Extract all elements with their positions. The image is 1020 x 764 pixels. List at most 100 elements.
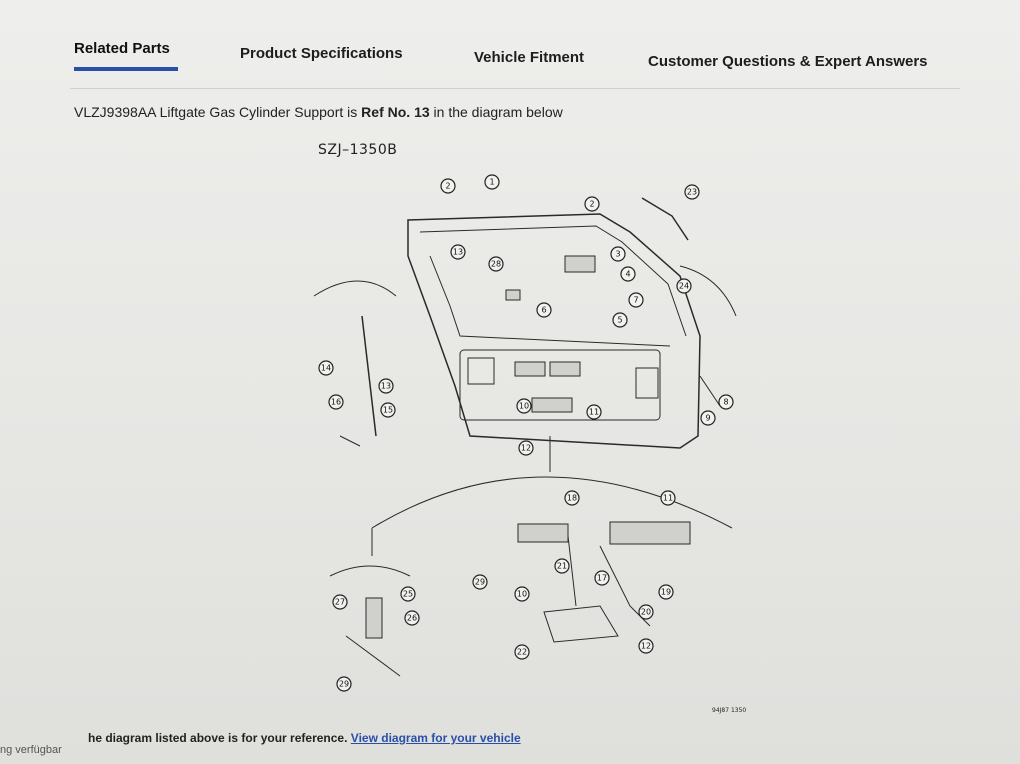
detail-arc-right (679, 265, 737, 317)
liftgate-glass-bottom (429, 255, 671, 347)
actuator-part (517, 523, 569, 543)
svg-text:18: 18 (567, 494, 577, 503)
callout-13b: 13 (378, 378, 394, 394)
latch-part (514, 361, 546, 377)
callout-6: 6 (536, 302, 552, 318)
svg-text:28: 28 (491, 260, 501, 269)
svg-text:12: 12 (521, 444, 531, 453)
part-description: VLZJ9398AA Liftgate Gas Cylinder Support… (74, 104, 358, 120)
callout-1: 1 (484, 174, 500, 190)
callout-14: 14 (318, 360, 334, 376)
svg-text:17: 17 (597, 574, 607, 583)
svg-text:24: 24 (679, 282, 689, 291)
svg-text:8: 8 (723, 398, 728, 407)
callout-21: 21 (554, 558, 570, 574)
svg-text:7: 7 (633, 296, 638, 305)
panel-hole-right (635, 367, 659, 399)
callout-26: 23 (684, 184, 700, 200)
svg-text:9: 9 (705, 414, 710, 423)
svg-text:12: 12 (641, 642, 651, 651)
callout-8: 8 (718, 394, 734, 410)
callout-18: 18 (564, 490, 580, 506)
svg-text:4: 4 (625, 270, 630, 279)
callout-17: 17 (594, 570, 610, 586)
callout-5: 5 (612, 312, 628, 328)
reference-line: VLZJ9398AA Liftgate Gas Cylinder Support… (74, 104, 563, 120)
callout-12: 12 (518, 440, 534, 456)
liftgate-outline (407, 213, 701, 449)
callout-10: 10 (516, 398, 532, 414)
parts-diagram-svg: 2 1 2 23 13 28 3 4 24 7 6 5 14 13 16 15 … (313, 174, 746, 714)
svg-text:11: 11 (663, 494, 673, 503)
svg-text:2: 2 (589, 200, 594, 209)
callout-12b: 12 (638, 638, 654, 654)
callout-27: 24 (676, 278, 692, 294)
callout-16: 16 (328, 394, 344, 410)
panel-hole-left (467, 357, 495, 385)
tab-customer-questions[interactable]: Customer Questions & Expert Answers (648, 53, 928, 70)
spoiler-strip (641, 197, 689, 241)
svg-text:2: 2 (445, 182, 450, 191)
hinge-part (564, 255, 596, 273)
svg-text:19: 19 (661, 588, 671, 597)
svg-text:6: 6 (541, 306, 546, 315)
clip-part (505, 289, 521, 301)
gas-strut (361, 315, 377, 437)
svg-text:3: 3 (615, 250, 620, 259)
callout-4: 4 (620, 266, 636, 282)
callout-2b: 2 (584, 196, 600, 212)
ref-number: 13 (414, 104, 430, 120)
reference-suffix: in the diagram below (433, 104, 563, 120)
tab-bar: Related Parts Product Specifications Veh… (70, 36, 960, 89)
callout-25: 29 (336, 676, 352, 692)
latch-part-2 (549, 361, 581, 377)
tab-product-specifications[interactable]: Product Specifications (240, 45, 403, 62)
view-diagram-link[interactable]: View diagram for your vehicle (350, 731, 521, 745)
svg-text:10: 10 (519, 402, 529, 411)
switch-part (365, 597, 383, 639)
callout-3: 3 (610, 246, 626, 262)
callout-19: 19 (658, 584, 674, 600)
callout-9: 9 (700, 410, 716, 426)
svg-text:14: 14 (321, 364, 331, 373)
ref-prefix: Ref No. (361, 104, 411, 120)
svg-text:22: 22 (517, 648, 527, 657)
svg-text:15: 15 (383, 406, 393, 415)
detail-arc-lower (371, 476, 733, 529)
liftgate-panel (459, 349, 661, 421)
rod-1 (567, 535, 577, 607)
callout-20: 20 (638, 604, 654, 620)
svg-text:13: 13 (453, 248, 463, 257)
callout-30: 28 (488, 256, 504, 272)
svg-text:10: 10 (517, 590, 527, 599)
strut-bracket (339, 435, 361, 447)
callout-29: 29 (472, 574, 488, 590)
svg-text:25: 25 (403, 590, 413, 599)
switch-bracket (345, 635, 401, 677)
footer-text: he diagram listed above is for your refe… (88, 731, 348, 745)
svg-text:23: 23 (687, 188, 697, 197)
tab-related-parts[interactable]: Related Parts (74, 40, 170, 57)
svg-text:20: 20 (641, 608, 651, 617)
svg-text:11: 11 (589, 408, 599, 417)
footer-note: he diagram listed above is for your refe… (88, 731, 521, 745)
svg-text:1: 1 (489, 178, 494, 187)
callout-15: 15 (380, 402, 396, 418)
svg-text:27: 27 (335, 598, 345, 607)
side-label: ng verfügbar (0, 744, 62, 756)
callout-10b: 10 (514, 586, 530, 602)
callout-24: 26 (404, 610, 420, 626)
callout-11b: 11 (660, 490, 676, 506)
lock-assembly (531, 397, 573, 413)
lock-bracket (543, 605, 619, 643)
print-code: 94J87 1350 (712, 707, 746, 714)
callout-2: 2 (440, 178, 456, 194)
tab-vehicle-fitment[interactable]: Vehicle Fitment (474, 49, 585, 66)
callout-13: 13 (450, 244, 466, 260)
liftgate-glass-edge (419, 225, 687, 337)
svg-text:26: 26 (407, 614, 417, 623)
right-bracket (699, 375, 721, 407)
parts-diagram: 2 1 2 23 13 28 3 4 24 7 6 5 14 13 16 15 … (300, 136, 780, 726)
svg-text:13: 13 (381, 382, 391, 391)
svg-text:5: 5 (617, 316, 622, 325)
